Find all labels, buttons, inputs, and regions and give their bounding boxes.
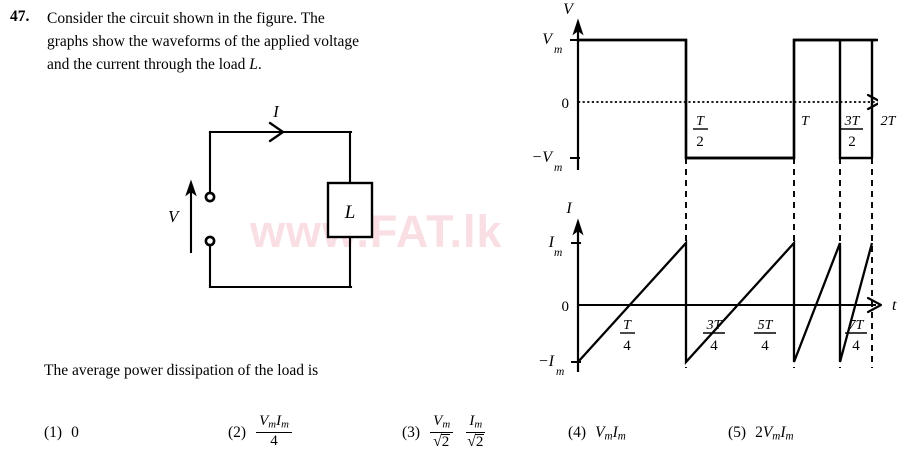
voltage-label: V [168, 207, 181, 226]
voltage-x-axis [578, 93, 883, 111]
current-tick-neg-im: −I [538, 353, 555, 370]
option-2-fraction: VmIm 4 [256, 413, 292, 449]
current-waveform-trace [577, 240, 874, 365]
load-box [326, 181, 374, 239]
current-tick-zero: 0 [562, 299, 570, 315]
voltage-tick-t: T [801, 114, 810, 129]
watermark-text: www.FAT.lk [250, 206, 503, 257]
svg-text:4: 4 [710, 338, 718, 354]
svg-text:5T: 5T [758, 318, 774, 333]
svg-text:4: 4 [623, 338, 631, 354]
voltage-arrow [185, 179, 197, 253]
svg-text:4: 4 [852, 338, 860, 354]
svg-text:2: 2 [696, 134, 704, 150]
current-tick-im-sub: m [554, 247, 562, 259]
option-1-value: 0 [71, 424, 79, 441]
current-arrow [268, 121, 285, 143]
current-x-axis [578, 296, 883, 314]
svg-text:2: 2 [848, 134, 856, 150]
terminal-bottom [204, 235, 216, 247]
current-y-axis [572, 218, 584, 372]
current-label: I [272, 105, 280, 121]
voltage-x-tick-labels-right: 3T 2 2T [841, 114, 897, 150]
option-3-fraction-current: Im √2 [464, 413, 487, 450]
option-5[interactable]: (5) 2VmIm [728, 424, 794, 442]
voltage-tick-vm: V [542, 31, 554, 48]
current-tick-5t-over-4: 5T 4 [754, 318, 776, 354]
option-2[interactable]: (2) VmIm 4 [228, 413, 293, 450]
voltage-tick-2t: 2T [881, 114, 897, 129]
voltage-x-tick-labels: T 2 T x [693, 114, 810, 150]
load-label: L [344, 202, 356, 223]
voltage-tick-neg-vm-sub: m [554, 162, 562, 174]
svg-text:3T: 3T [706, 318, 723, 333]
current-tick-neg-im-sub: m [556, 366, 564, 378]
current-tick-7t-over-4: 7T 4 [845, 318, 867, 354]
current-x-axis-label: t [892, 297, 897, 314]
voltage-tick-3t-over-2: x [750, 114, 758, 129]
svg-text:T: T [623, 318, 632, 333]
current-x-tick-labels: T 4 3T 4 5T 4 7T [620, 318, 867, 354]
load-symbol-inline: L [249, 56, 258, 73]
option-4[interactable]: (4) VmIm [568, 424, 626, 442]
option-3-numerator-v: Vm [430, 413, 454, 433]
circuit-wires [208, 130, 353, 289]
voltage-tick-zero: 0 [562, 96, 570, 112]
option-1[interactable]: (1) 0 [44, 424, 79, 442]
svg-text:7T: 7T [849, 318, 865, 333]
option-3[interactable]: (3) Vm √2 Im √2 [402, 413, 488, 451]
option-3-denominator-v: √2 [433, 432, 451, 450]
question-number: 47. [10, 8, 30, 25]
option-3-number: (3) [402, 424, 421, 442]
svg-text:3T: 3T [844, 114, 861, 129]
option-3-denominator-i: √2 [467, 432, 485, 450]
voltage-tick-t-over-2: T 2 [693, 114, 708, 150]
question-body-line-3-pre: and the current through the load [47, 56, 250, 73]
option-3-fraction-voltage: Vm √2 [430, 413, 454, 450]
voltage-waveform-clean [578, 38, 874, 160]
option-1-number: (1) [44, 424, 63, 441]
option-5-value: 2VmIm [755, 424, 794, 443]
period-drop-lines [685, 158, 873, 368]
answer-prompt: The average power dissipation of the loa… [44, 362, 319, 379]
option-5-number: (5) [728, 424, 747, 442]
current-tick-im: I [548, 234, 555, 251]
question-body-line-1: Consider the circuit shown in the figure… [47, 10, 325, 27]
current-tick-3t-over-4: 3T 4 [703, 318, 725, 354]
svg-text:4: 4 [761, 338, 769, 354]
svg-text:T: T [696, 114, 705, 129]
circuit-diagram: L V I [150, 105, 440, 315]
voltage-axis-label: V [563, 1, 575, 18]
current-tick-t-over-4: T 4 [620, 318, 635, 354]
question-body-line-3: and the current through the load L. [47, 53, 497, 76]
option-4-value: VmIm [595, 424, 626, 443]
option-3-numerator-i: Im [466, 413, 486, 433]
waveform-graphs: V t V m 0 −V m [500, 0, 904, 395]
current-axis-label: I [565, 200, 572, 217]
voltage-tick-vm-sub: m [554, 44, 562, 56]
option-2-denominator: 4 [270, 432, 278, 449]
voltage-tick-3t2: 3T 2 [841, 114, 863, 150]
option-2-numerator: VmIm [256, 413, 292, 433]
terminal-top [204, 191, 216, 203]
voltage-y-axis [572, 18, 584, 170]
option-4-number: (4) [568, 424, 587, 442]
current-chart: I t I m 0 −I m [538, 200, 897, 378]
voltage-tick-neg-vm: −V [531, 149, 554, 166]
current-y-tick-labels: I m 0 −I m [538, 234, 581, 378]
option-2-number: (2) [228, 423, 247, 441]
question-body-line-3-post: . [257, 56, 262, 73]
question-body: Consider the circuit shown in the figure… [47, 7, 497, 76]
question-body-line-2: graphs show the waveforms of the applied… [47, 33, 360, 50]
voltage-y-tick-labels: V m 0 −V m [531, 31, 580, 174]
